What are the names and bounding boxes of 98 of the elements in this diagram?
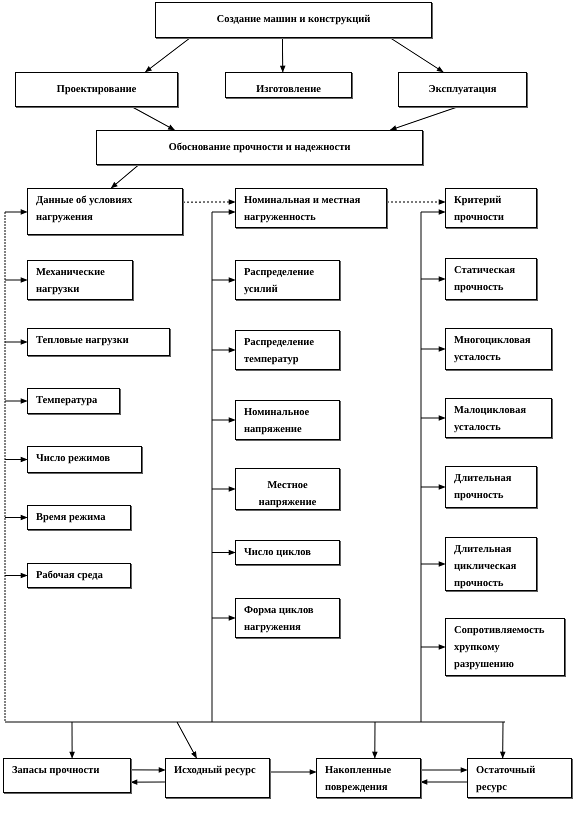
process-box — [445, 328, 552, 370]
box-label: Проектирование — [56, 83, 138, 97]
box-label: Критерий прочности — [454, 194, 505, 225]
box-label: Многоцикловая усталость — [454, 334, 532, 365]
box-label: Форма циклов нагружения — [244, 604, 315, 635]
process-box — [235, 598, 340, 638]
process-box — [225, 72, 352, 98]
box-label: Остаточный ресурс — [476, 764, 536, 795]
process-box — [27, 563, 131, 588]
arrow — [4, 572, 28, 578]
arrow — [4, 209, 28, 215]
arrow — [420, 346, 446, 352]
arrow — [4, 398, 28, 404]
process-box — [445, 618, 565, 676]
process-box — [316, 758, 421, 798]
process-box — [27, 260, 133, 300]
arrow — [110, 164, 139, 188]
arrow — [420, 484, 446, 490]
box-label: Изготовление — [255, 83, 322, 97]
process-box — [467, 758, 572, 798]
box-label: Распределение усилий — [244, 266, 316, 297]
box-label: Обоснование прочности и надежности — [168, 141, 352, 155]
process-box — [27, 446, 142, 473]
box-label: Рабочая среда — [36, 569, 104, 583]
arrow — [130, 767, 166, 773]
process-box — [235, 260, 340, 300]
process-box — [445, 466, 537, 508]
box-label: Местное напряжение — [258, 479, 318, 510]
box-label: Тепловые нагрузки — [36, 334, 130, 348]
process-box — [235, 188, 387, 228]
arrow — [372, 722, 378, 759]
process-box — [235, 400, 340, 440]
box-label: Длительная прочность — [454, 472, 512, 503]
arrow — [182, 199, 236, 205]
process-box — [235, 330, 340, 370]
arrow — [420, 209, 446, 215]
box-label: Запасы прочности — [12, 764, 100, 778]
box-label: Номинальное напряжение — [244, 406, 310, 437]
arrow — [4, 514, 28, 520]
box-label: Механические нагрузки — [36, 266, 106, 297]
arrow — [270, 769, 317, 775]
process-box — [445, 188, 537, 228]
arrow — [4, 277, 28, 283]
process-box — [235, 540, 340, 565]
arrow — [390, 106, 458, 131]
arrow — [390, 38, 444, 72]
box-label: Распределение температур — [244, 336, 316, 367]
process-box — [445, 258, 537, 300]
arrow — [500, 722, 506, 759]
process-box — [165, 758, 270, 798]
arrow — [4, 339, 28, 345]
process-box — [27, 505, 131, 530]
arrow — [130, 779, 166, 785]
arrow — [212, 417, 236, 423]
box-label: Время режима — [36, 511, 106, 525]
box-label: Статическая прочность — [454, 264, 516, 295]
arrow — [420, 415, 446, 421]
process-box — [398, 72, 527, 107]
arrow — [420, 561, 446, 567]
process-box — [3, 758, 131, 793]
box-label: Данные об условиях нагружения — [36, 194, 134, 225]
arrow — [212, 347, 236, 353]
process-box — [27, 188, 183, 235]
box-label: Число циклов — [244, 546, 312, 560]
process-box — [445, 398, 552, 438]
arrow — [176, 722, 197, 759]
box-label: Накопленные повреждения — [325, 764, 392, 795]
process-box — [96, 130, 423, 165]
arrow — [386, 199, 446, 205]
process-box — [27, 328, 170, 356]
box-label: Малоцикловая усталость — [454, 404, 528, 435]
arrow — [420, 276, 446, 282]
box-label: Число режимов — [36, 452, 112, 466]
box-label: Длительная циклическая прочность — [454, 543, 518, 591]
box-label: Температура — [36, 394, 98, 408]
arrow — [212, 209, 236, 215]
arrow — [69, 722, 75, 759]
process-box — [15, 72, 178, 107]
box-label: Сопротивляемость хрупкому разрушению — [454, 624, 546, 672]
arrow — [4, 456, 28, 462]
process-box — [27, 388, 120, 414]
box-label: Эксплуатация — [428, 83, 498, 97]
arrow — [144, 38, 190, 72]
arrow — [212, 615, 236, 621]
arrow — [420, 779, 468, 785]
arrow — [132, 106, 176, 130]
process-box — [445, 537, 537, 591]
process-box — [155, 2, 432, 38]
arrow — [212, 486, 236, 492]
box-label: Исходный ресурс — [174, 764, 257, 778]
arrow — [420, 644, 446, 650]
arrow — [212, 550, 236, 556]
box-label: Номинальная и местная нагруженность — [244, 194, 362, 225]
arrow — [212, 277, 236, 283]
arrow — [280, 38, 286, 73]
box-label: Создание машин и конструкций — [216, 13, 372, 27]
process-box — [235, 468, 340, 510]
arrow — [420, 767, 468, 773]
